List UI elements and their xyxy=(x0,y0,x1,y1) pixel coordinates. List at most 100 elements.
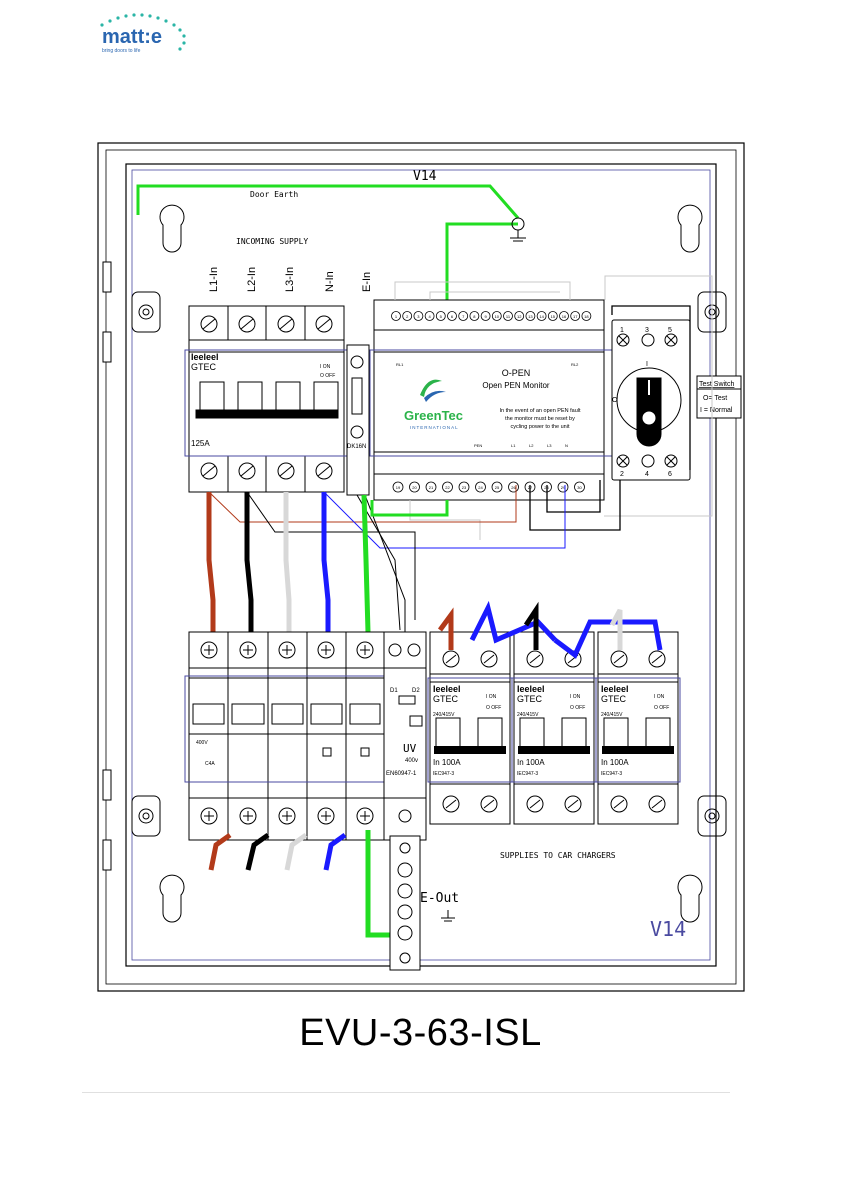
contactor-rating: C4A xyxy=(205,761,215,767)
contactor-terminal xyxy=(278,807,296,825)
logo-tagline: bring doors to life xyxy=(102,48,141,54)
power-wire-n xyxy=(321,492,331,632)
contactor-terminal xyxy=(239,641,257,659)
monitor-terminal-label: 15 xyxy=(551,314,556,319)
monitor-terminal-label: 9 xyxy=(484,314,487,319)
main-switch-brand: Ieeleel xyxy=(191,352,219,362)
control-wiring-grey xyxy=(394,275,713,540)
main-switch-rating: 125A xyxy=(191,439,210,448)
isolator-voltage: 240/415V xyxy=(433,712,455,718)
monitor-terminal-15: 15 xyxy=(547,311,558,321)
contactor-terminal xyxy=(200,807,218,825)
monitor-terminal-24: 24 xyxy=(475,481,486,493)
monitor-terminal-3: 3 xyxy=(413,311,424,321)
uv-mark-d2: D2 xyxy=(412,688,420,694)
uv-label: UV xyxy=(403,742,417,755)
power-wire-earth xyxy=(361,494,449,633)
monitor-notice-2: the monitor must be reset by xyxy=(505,416,575,422)
monitor-terminal-8: 8 xyxy=(469,311,480,321)
earth-terminal-block xyxy=(346,344,370,496)
monitor-terminal-label: 8 xyxy=(473,314,476,319)
monitor-terminal-10: 10 xyxy=(491,311,502,321)
contactor-terminal xyxy=(239,807,257,825)
monitor-terminal-label: 17 xyxy=(573,314,578,319)
mon-mark-l1: L1 xyxy=(511,443,516,448)
monitor-terminal-20: 20 xyxy=(409,481,420,493)
car-chargers-label: SUPPLIES TO CAR CHARGERS xyxy=(500,851,616,860)
main-switch-off: O OFF xyxy=(320,373,335,379)
monitor-terminal-label: 24 xyxy=(478,485,483,490)
contactor-output-wires xyxy=(208,830,404,938)
monitor-terminal-30: 30 xyxy=(574,481,585,493)
contactor-voltage: 400V xyxy=(196,740,208,746)
monitor-terminal-16: 16 xyxy=(559,311,569,321)
monitor-terminal-4: 4 xyxy=(424,311,435,321)
ts-num-2: 2 xyxy=(620,471,624,478)
contactor-terminal xyxy=(356,641,374,659)
main-switch-model: GTEC xyxy=(191,362,217,372)
isolator-feed-wires xyxy=(437,600,663,659)
monitor-terminal-11: 11 xyxy=(503,311,513,321)
main-switch-on: I ON xyxy=(320,364,331,370)
monitor-terminal-label: 29 xyxy=(561,485,566,490)
enclosure-hinges xyxy=(102,261,112,871)
isolator-on: I ON xyxy=(654,694,665,700)
monitor-terminal-7: 7 xyxy=(458,311,469,321)
control-wiring-blue xyxy=(323,485,566,549)
monitor-terminal-13: 13 xyxy=(525,311,536,321)
monitor-terminal-25: 25 xyxy=(491,481,503,493)
monitor-terminal-9: 9 xyxy=(480,311,491,321)
monitor-terminal-19: 19 xyxy=(392,481,404,493)
door-earth-wire xyxy=(136,184,520,300)
monitor-terminal-label: 1 xyxy=(395,314,398,319)
monitor-terminal-21: 21 xyxy=(425,481,437,493)
mon-mark-pen: PEN xyxy=(474,443,482,448)
monitor-terminal-12: 12 xyxy=(514,311,525,321)
monitor-terminal-23: 23 xyxy=(458,481,470,493)
ts-num-5: 5 xyxy=(668,327,672,334)
monitor-markings: RL1 RL2 PEN L1 L2 L3 N xyxy=(396,362,579,448)
incoming-label-l1: L1-In xyxy=(208,267,220,292)
monitor-terminal-22: 22 xyxy=(442,481,453,493)
monitor-terminal-label: 11 xyxy=(506,314,511,319)
greentec-brand: GreenTec xyxy=(404,408,463,423)
enclosure xyxy=(97,142,745,992)
monitor-terminal-26: 26 xyxy=(508,481,519,493)
isolator-on: I ON xyxy=(486,694,497,700)
incoming-label-l2: L2-In xyxy=(246,267,258,292)
monitor-terminal-29: 29 xyxy=(557,481,569,493)
monitor-terminal-label: 30 xyxy=(577,485,582,490)
isolator-off: O OFF xyxy=(486,705,501,711)
power-wire-l1 xyxy=(206,492,216,632)
logo-text: matt:e xyxy=(102,26,162,48)
isolator-voltage: 240/415V xyxy=(517,712,539,718)
incoming-labels: L1-In L2-In L3-In N-In E-In xyxy=(208,267,373,292)
contactor-terminal xyxy=(317,641,335,659)
monitor-terminal-label: 21 xyxy=(429,485,434,490)
test-switch-numbers: 1 3 5 2 4 6 I O xyxy=(612,327,672,478)
monitor-terminal-label: 22 xyxy=(445,485,450,490)
isolator-on: I ON xyxy=(570,694,581,700)
ts-num-3: 3 xyxy=(645,327,649,334)
contactor-terminals xyxy=(200,641,374,825)
monitor-notice-3: cycling power to the unit xyxy=(510,424,569,430)
isolator-off: O OFF xyxy=(570,705,585,711)
terminal-label: DK16N xyxy=(347,444,366,450)
isolator-rating: In 100A xyxy=(433,758,461,767)
monitor-terminal-label: 5 xyxy=(440,314,443,319)
control-wiring-black xyxy=(529,305,691,531)
earth-bar xyxy=(389,835,421,971)
uv-mark-d1: D1 xyxy=(390,688,398,694)
contactor-standard: EN60947-1 xyxy=(386,771,417,777)
isolator-standard: IEC947-3 xyxy=(517,771,538,777)
isolator-model: GTEC xyxy=(601,694,627,704)
monitor-terminal-label: 3 xyxy=(417,314,420,319)
e-out-label: E-Out xyxy=(420,891,459,906)
test-switch-option-normal: I = Normal xyxy=(700,407,733,414)
isolator-standard: IEC947-3 xyxy=(433,771,454,777)
e-out-earth-symbol xyxy=(441,910,455,922)
